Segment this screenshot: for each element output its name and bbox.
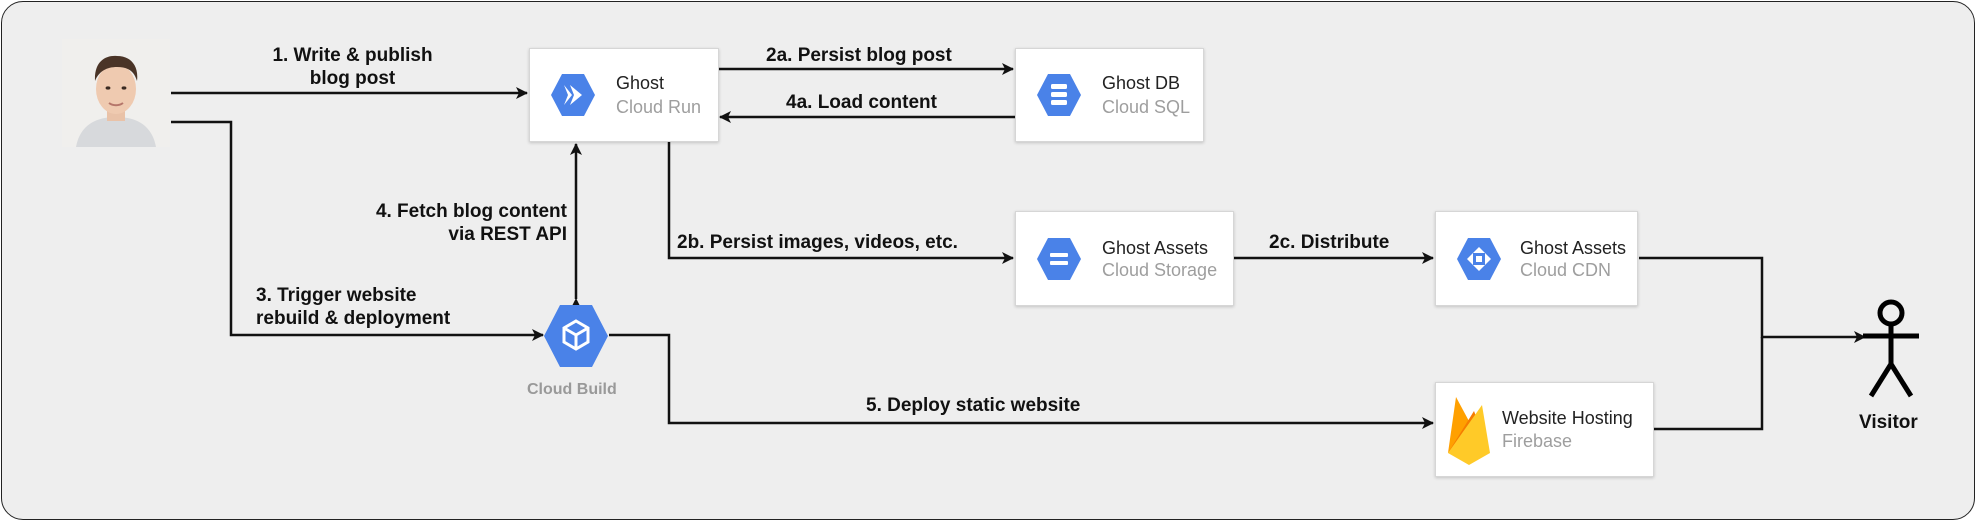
node-subtitle: Cloud Storage	[1102, 260, 1218, 280]
edge-hosting-to-visitor	[1654, 337, 1764, 431]
node-title: Ghost DB	[1102, 73, 1181, 93]
edge-label-distribute: 2c. Distribute	[1269, 232, 1390, 253]
firebase-icon	[1448, 397, 1490, 465]
node-subtitle: Cloud SQL	[1102, 97, 1191, 117]
node-ghost-assets-cdn[interactable]: Ghost Assets Cloud CDN	[1435, 211, 1638, 306]
cloud-storage-icon	[1037, 238, 1081, 280]
cloud-run-icon	[551, 74, 595, 116]
node-ghost-cloud-run[interactable]: Ghost Cloud Run	[529, 48, 719, 142]
edge-label-persist-images: 2b. Persist images, videos, etc.	[677, 232, 958, 253]
cloud-sql-icon	[1037, 74, 1081, 116]
node-ghost-assets-storage[interactable]: Ghost Assets Cloud Storage	[1015, 211, 1234, 306]
cloud-build-label: Cloud Build	[527, 381, 617, 398]
edge-label-deploy-static: 5. Deploy static website	[866, 395, 1081, 416]
node-title: Ghost	[616, 73, 665, 93]
edge-persist-images	[667, 142, 1014, 264]
node-subtitle: Firebase	[1502, 431, 1573, 451]
edge-cdn-to-visitor	[1639, 256, 1866, 343]
node-subtitle: Cloud Run	[616, 97, 702, 117]
edge-label-load-content: 4a. Load content	[786, 92, 937, 113]
node-title: Website Hosting	[1502, 408, 1633, 428]
author-photo	[62, 39, 170, 147]
cloud-cdn-icon	[1457, 238, 1501, 280]
cloud-build-icon[interactable]	[543, 303, 609, 369]
node-title: Ghost Assets	[1520, 238, 1627, 258]
node-ghost-db[interactable]: Ghost DB Cloud SQL	[1015, 48, 1204, 142]
edge-trigger-rebuild	[171, 120, 544, 341]
node-subtitle: Cloud CDN	[1520, 260, 1612, 280]
node-website-hosting[interactable]: Website Hosting Firebase	[1435, 382, 1654, 477]
edge-deploy-static	[609, 333, 1434, 429]
edge-label-persist-blog-post: 2a. Persist blog post	[766, 45, 952, 66]
stick-figure-icon	[1863, 299, 1919, 398]
node-title: Ghost Assets	[1102, 238, 1209, 258]
visitor-label: Visitor	[1859, 412, 1918, 433]
